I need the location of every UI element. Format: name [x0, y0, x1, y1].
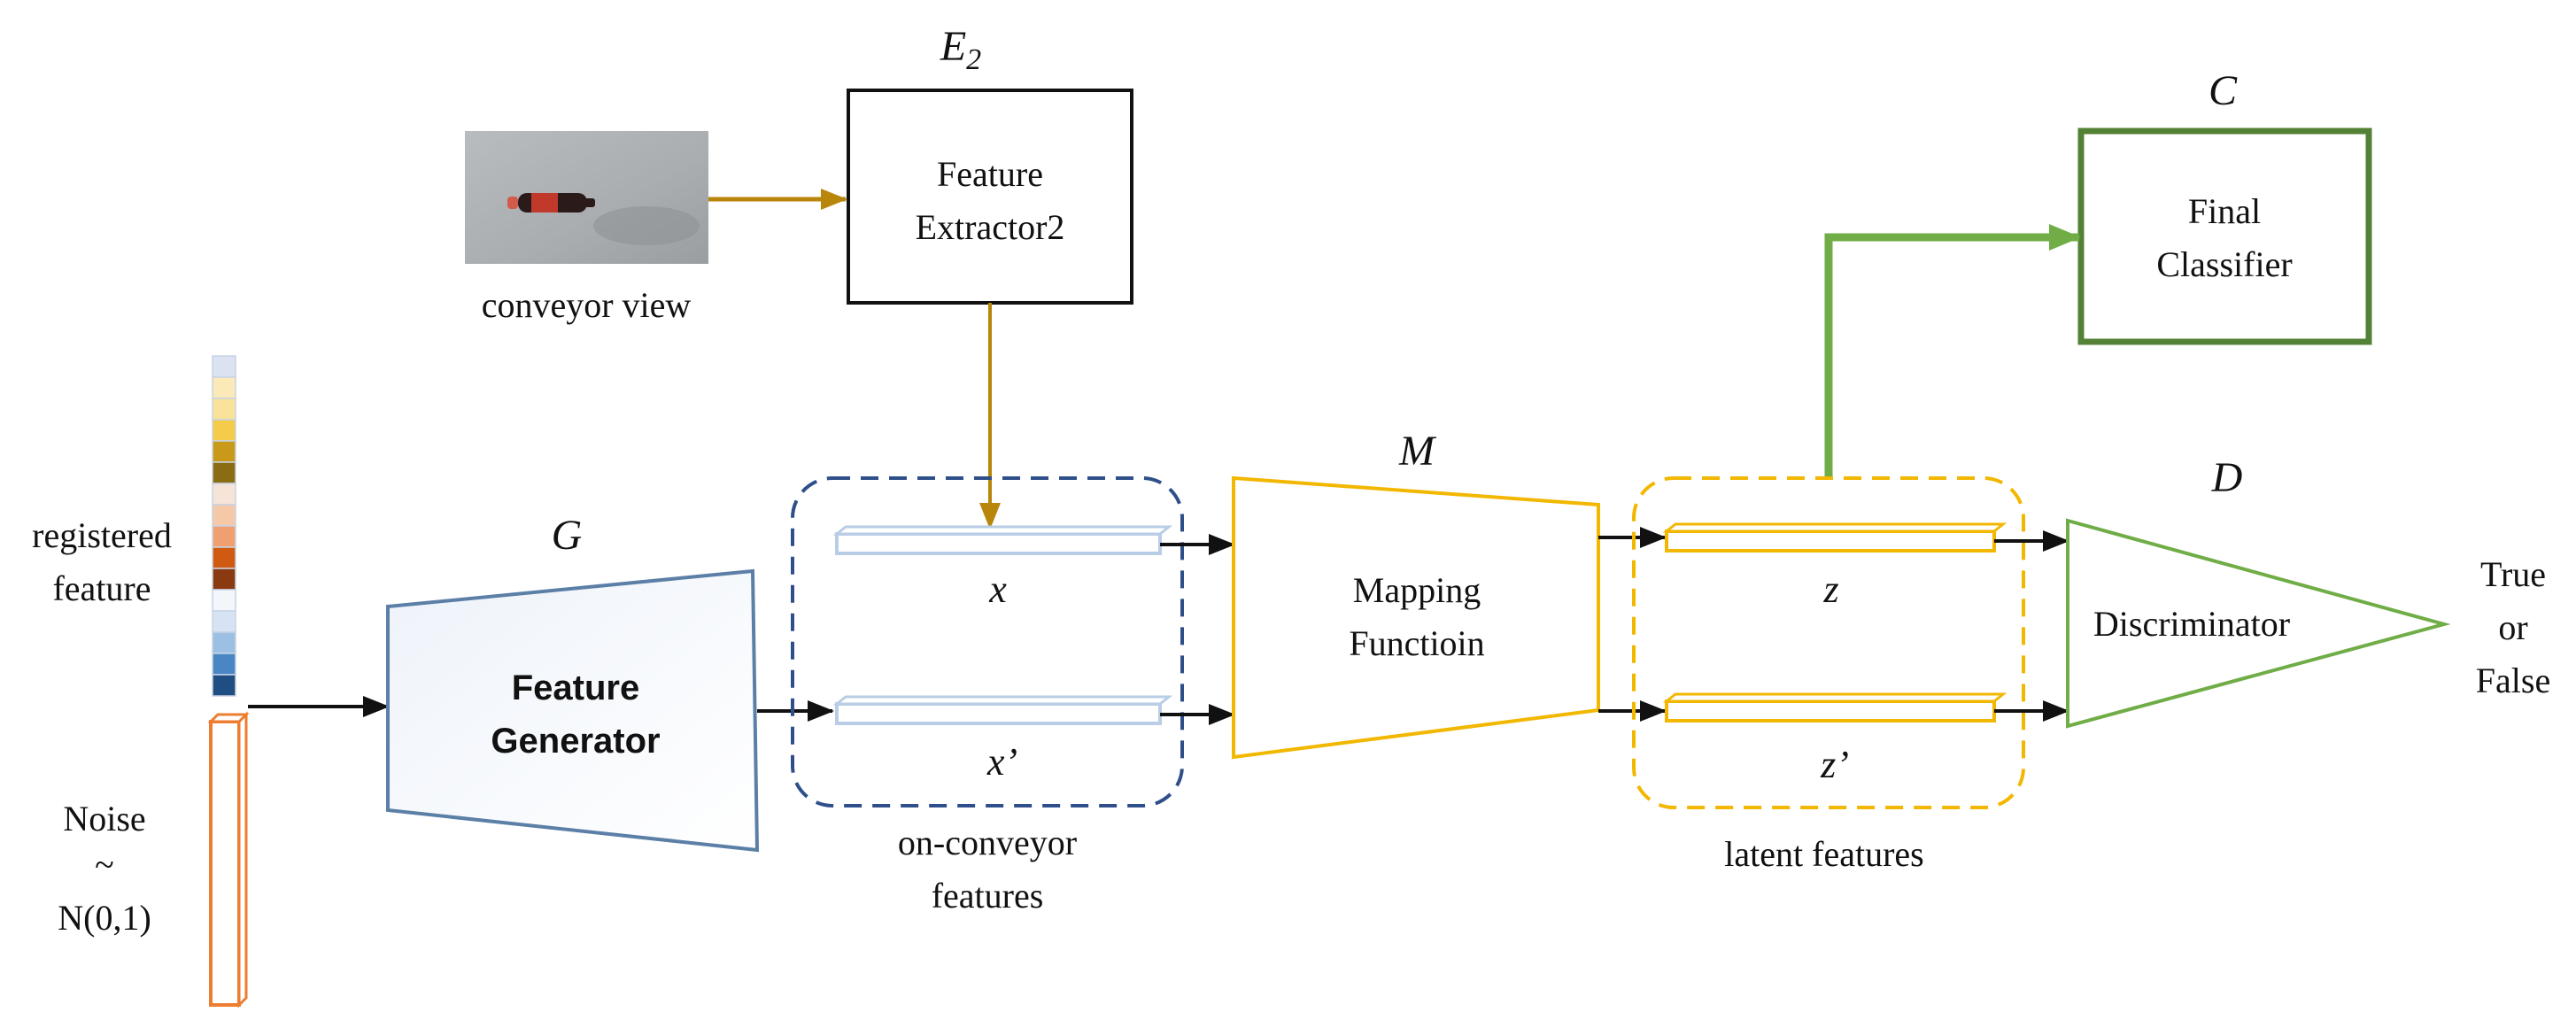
on-conveyor-features-group [791, 476, 1184, 808]
registered-feature-cell [212, 461, 236, 484]
registered-feature-vector [212, 355, 236, 697]
on-conveyor-label-line2: features [932, 876, 1044, 916]
generator-label-line1: Feature [512, 668, 640, 707]
registered-label-line1: registered [32, 515, 172, 555]
mapping-label-line1: Mapping [1353, 570, 1481, 610]
conveyor-view-image [465, 131, 708, 264]
noise-label-line2: ~ [95, 845, 114, 885]
registered-feature-cell [212, 376, 236, 399]
noise-label-line1: Noise [63, 799, 145, 838]
registered-label-line2: feature [52, 568, 151, 608]
x-label: x [988, 568, 1007, 611]
registered-feature-cell [212, 398, 236, 421]
extractor-label-line2: Extractor2 [916, 207, 1065, 247]
registered-feature-cell [212, 610, 236, 633]
e2-symbol: E2 [940, 23, 981, 76]
feature-extractor-box [847, 89, 1133, 305]
output-label-line2: or [2498, 607, 2527, 647]
extractor-label-line1: Feature [937, 154, 1043, 194]
m-symbol: M [1398, 428, 1437, 475]
latent-to-classifier-arrow [1824, 224, 2081, 478]
c-symbol: C [2209, 67, 2238, 114]
g-symbol: G [552, 512, 583, 559]
feature-generator-shape [386, 568, 760, 853]
registered-feature-cell [212, 483, 236, 506]
output-label-line3: False [2476, 661, 2550, 700]
latent-label: latent features [1724, 834, 1923, 874]
z-prime-vector [1662, 692, 2007, 722]
z-label: z [1822, 568, 1838, 611]
registered-feature-cell [212, 674, 236, 697]
noise-label-line3: N(0,1) [58, 898, 151, 938]
z-prime-label: z’ [1820, 743, 1849, 786]
final-classifier-box [2077, 128, 2372, 345]
registered-feature-cell [212, 440, 236, 463]
registered-feature-cell [212, 525, 236, 548]
on-conveyor-label-line1: on-conveyor [898, 823, 1077, 862]
registered-feature-cell [212, 504, 236, 527]
latent-features-group [1632, 476, 2025, 809]
x-prime-label: x’ [986, 740, 1017, 784]
registered-feature-cell [212, 631, 236, 654]
discriminator-label: Discriminator [2093, 604, 2290, 644]
mapping-label-line2: Functioin [1349, 623, 1484, 663]
mapping-function-shape [1232, 475, 1600, 760]
registered-feature-cell [212, 419, 236, 442]
registered-feature-cell [212, 568, 236, 591]
registered-feature-cell [212, 653, 236, 676]
z-vector [1662, 522, 2007, 552]
noise-vector [207, 711, 250, 1008]
d-symbol: D [2211, 454, 2243, 501]
bottle-icon [507, 193, 595, 212]
registered-feature-cell [212, 589, 236, 612]
generator-label-line2: Generator [491, 722, 660, 761]
conveyor-view-label: conveyor view [482, 285, 692, 325]
registered-feature-cell [212, 355, 236, 378]
discriminator-shape [2066, 518, 2451, 729]
x-vector [832, 525, 1173, 555]
classifier-label-line1: Final [2188, 191, 2261, 231]
x-prime-vector [832, 695, 1173, 725]
output-label-line1: True [2480, 554, 2546, 594]
classifier-label-line2: Classifier [2156, 244, 2292, 284]
registered-feature-cell [212, 546, 236, 569]
